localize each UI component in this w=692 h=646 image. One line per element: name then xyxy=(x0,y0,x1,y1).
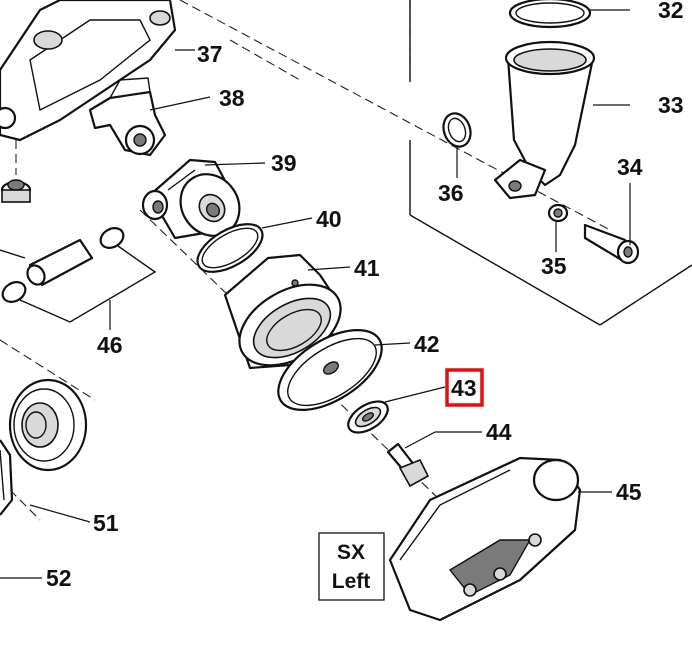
part-36-o-ring xyxy=(442,112,472,148)
side-label-box: SX Left xyxy=(318,532,385,601)
part-46-pin-set xyxy=(0,227,157,323)
label-38: 38 xyxy=(219,85,245,111)
label-34: 34 xyxy=(617,154,643,180)
label-42: 42 xyxy=(414,331,440,357)
part-37-housing xyxy=(0,0,177,142)
part-32-seal-ring xyxy=(508,0,592,29)
label-36: 36 xyxy=(438,180,464,206)
label-51: 51 xyxy=(93,510,119,536)
part-44-screw xyxy=(386,442,430,488)
small-cap-screw xyxy=(0,140,32,203)
label-44: 44 xyxy=(486,419,512,445)
part-39-piston xyxy=(141,158,241,240)
label-43: 43 xyxy=(451,375,477,401)
part-35-washer xyxy=(547,203,569,223)
label-32: 32 xyxy=(658,0,684,23)
part-41-cylinder xyxy=(223,253,342,370)
part-38-bracket xyxy=(88,77,167,157)
label-37: 37 xyxy=(197,41,223,67)
part-34-screw xyxy=(583,223,640,265)
side-label-line1: SX xyxy=(337,541,365,564)
highlight-box-43 xyxy=(445,368,484,407)
part-42-plate xyxy=(277,329,383,411)
label-40: 40 xyxy=(316,206,342,232)
part-43-washer xyxy=(347,400,389,434)
part-45-end-cover xyxy=(388,456,582,622)
part-40-o-ring xyxy=(196,223,264,273)
label-45: 45 xyxy=(616,479,642,505)
label-35: 35 xyxy=(541,253,567,279)
assembly-axis-lines xyxy=(0,0,611,521)
part-52-ring xyxy=(0,439,14,516)
label-46: 46 xyxy=(97,332,123,358)
sub-assembly-frame xyxy=(409,0,692,326)
label-33: 33 xyxy=(658,92,684,118)
part-33-cup xyxy=(493,40,596,200)
leader-lines xyxy=(0,9,631,579)
label-41: 41 xyxy=(354,255,380,281)
label-39: 39 xyxy=(271,150,297,176)
part-51-bearing xyxy=(8,378,88,472)
part-number-labels: 32 33 34 35 36 37 38 39 40 41 42 43 44 4… xyxy=(46,0,684,591)
side-label-line2: Left xyxy=(332,570,371,593)
label-52: 52 xyxy=(46,565,72,591)
